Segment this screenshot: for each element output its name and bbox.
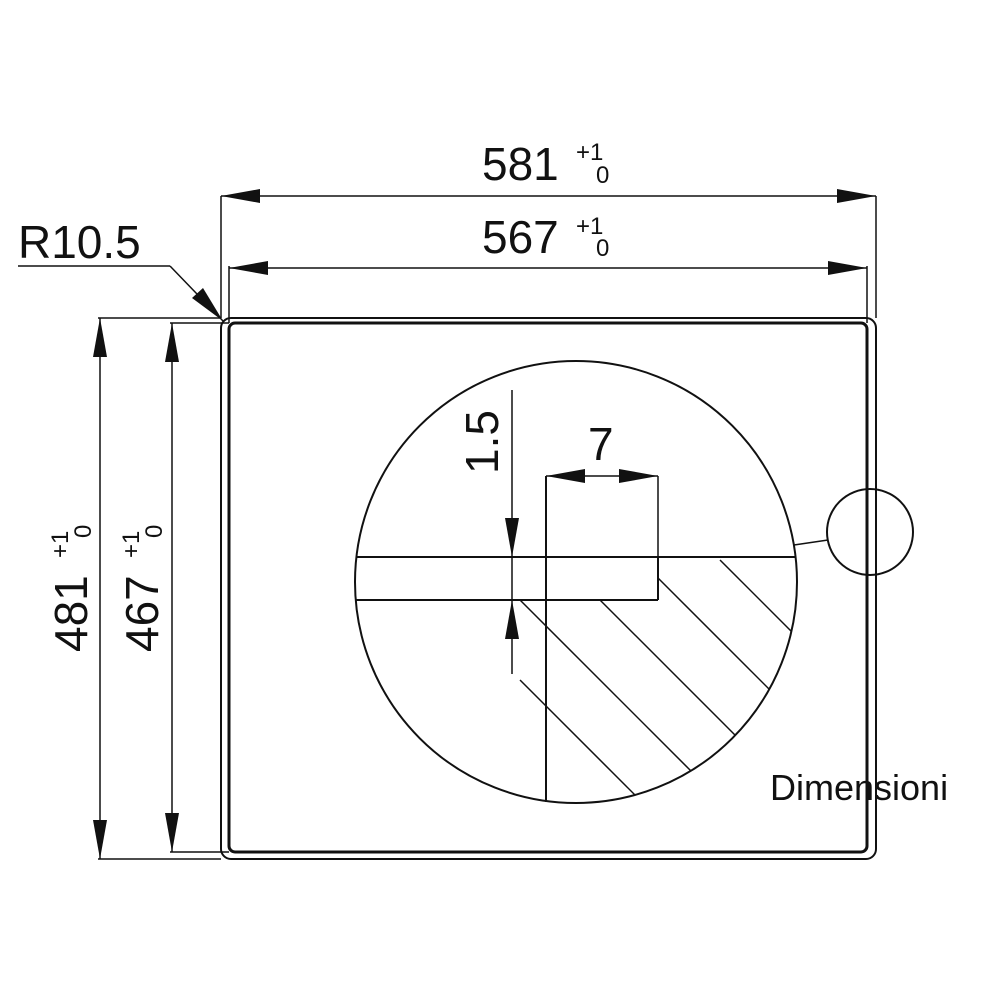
detail-leader-line — [793, 539, 829, 546]
dimension-inner-height: 467 +1 0 — [116, 322, 229, 853]
outer-outline — [220, 317, 877, 860]
arrowhead-1-5-top — [505, 518, 519, 557]
detail-magnified-view: 7 1.5 — [354, 360, 798, 804]
detail-hatching — [358, 520, 797, 803]
arrowhead-1-5-bottom — [505, 600, 519, 639]
arrowhead-right — [837, 189, 876, 203]
arrowhead-right — [828, 261, 867, 275]
arrowhead-left — [229, 261, 268, 275]
outer-height-value: 481 — [45, 575, 97, 652]
detail-reference-circle — [826, 488, 914, 576]
arrowhead-bottom — [93, 820, 107, 859]
arrowhead-top — [165, 323, 179, 362]
detail-width-label: 7 — [588, 418, 614, 470]
arrowhead-7-right — [619, 469, 658, 483]
leader-arrowhead — [192, 288, 223, 321]
inner-height-value: 467 — [116, 575, 168, 652]
inner-height-tol-lower: 0 — [141, 525, 168, 538]
outer-width-tol-lower: 0 — [596, 162, 609, 189]
dimension-outer-height: 481 +1 0 — [45, 317, 221, 860]
outer-width-value: 581 — [482, 138, 559, 190]
inner-height-tol-upper: +1 — [118, 531, 145, 558]
outer-width-tol-upper: +1 — [576, 139, 603, 166]
inner-width-value: 567 — [482, 211, 559, 263]
outer-height-tol-upper: +1 — [47, 531, 74, 558]
outer-height-tol-lower: 0 — [70, 525, 97, 538]
arrowhead-7-left — [546, 469, 585, 483]
arrowhead-left — [221, 189, 260, 203]
arrowhead-bottom — [165, 813, 179, 852]
dimension-outer-width: 581 +1 0 — [220, 138, 877, 318]
detail-thickness-label: 1.5 — [456, 410, 508, 474]
dimension-inner-width: 567 +1 0 — [228, 211, 868, 323]
corner-radius-callout: R10.5 — [18, 216, 224, 322]
corner-radius-label: R10.5 — [18, 216, 141, 268]
inner-outline — [227, 321, 869, 854]
arrowhead-top — [93, 318, 107, 357]
inner-width-tol-lower: 0 — [596, 235, 609, 262]
detail-circle — [354, 360, 798, 804]
caption-dimensioni: Dimensioni — [770, 767, 948, 808]
inner-width-tol-upper: +1 — [576, 213, 603, 240]
